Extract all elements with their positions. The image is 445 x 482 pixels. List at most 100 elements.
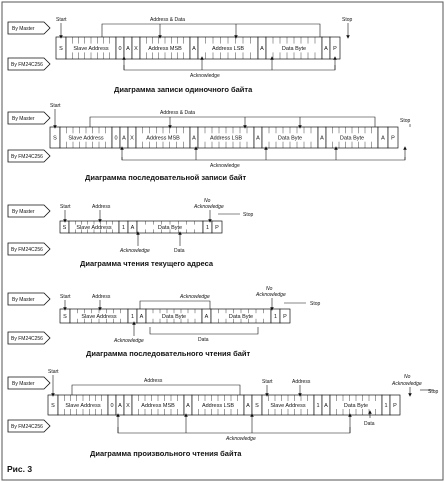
data-bracket: [149, 327, 259, 335]
no-label: No: [266, 286, 273, 292]
packet-cell-label: Slave Address: [68, 136, 103, 142]
packet-cell-label: P: [393, 403, 397, 409]
caption-single-write: Диаграмма записи одиночного байта: [114, 85, 253, 94]
by-slave-label: By FM24C256: [11, 424, 43, 430]
packet-cell-label: 1: [131, 314, 134, 320]
packet-cell-label: S: [53, 136, 57, 142]
address-data-bracket: [89, 116, 376, 127]
by-master-arrow: By Master: [7, 204, 51, 218]
packet-cell-label: Slave Address: [73, 46, 108, 52]
ack-top-bracket: [139, 300, 211, 309]
packet-cell-label: 1: [316, 403, 319, 409]
packet-cell-label: Data Byte: [344, 403, 368, 409]
packet-cell-label: A: [192, 46, 196, 52]
packet-cell-label: S: [59, 46, 63, 52]
packet-cell-label: 0: [118, 46, 121, 52]
packet-cell-label: Slave Address: [65, 403, 100, 409]
packet-cell-label: 1: [274, 314, 277, 320]
ack-bracket: [121, 157, 406, 161]
packet-cell-label: 0: [110, 403, 113, 409]
start-label: Start: [48, 369, 59, 375]
packet-cell: [211, 220, 223, 234]
packet-cell-label: X: [130, 136, 134, 142]
stop-label: Stop: [400, 118, 411, 124]
by-slave-arrow: By FM24C256: [7, 419, 51, 433]
packet-cell-label: S: [63, 225, 67, 231]
by-slave-label: By FM24C256: [11, 154, 43, 160]
bracket-label: Address & Data: [150, 17, 185, 23]
caption-sequential-write: Диаграмма последовательной записи байт: [85, 173, 247, 182]
packet-cell-label: A: [140, 314, 144, 320]
packet-cell-label: P: [391, 136, 395, 142]
packet-cell-label: 1: [384, 403, 387, 409]
no-label: No: [404, 374, 411, 380]
ack-bracket: [123, 65, 336, 71]
packet-cell-label: A: [256, 136, 260, 142]
data-label: Data: [198, 337, 209, 343]
ack-label: Acknowledge: [210, 163, 240, 169]
by-slave-label: By FM24C256: [11, 247, 43, 253]
stop-label: Stop: [243, 212, 254, 218]
caption-sequential-read: Диаграмма последовательного чтения байт: [86, 349, 251, 358]
start-label: Start: [60, 294, 71, 300]
by-slave-arrow: By FM24C256: [7, 57, 51, 71]
packet-cell-label: Data Byte: [229, 314, 253, 320]
packet-frame: S Slave Address 0 A X Address MSB A Address LSB…: [49, 126, 399, 149]
diagram-random-read: By Master By FM24C256 S Slave Address 0 A X A…: [7, 369, 439, 458]
ack-label: Acknowledge: [190, 73, 220, 79]
packet-cell-label: A: [192, 136, 196, 142]
data-label: Data: [174, 248, 185, 254]
ack-label: Acknowledge: [119, 248, 150, 254]
packet-cell-label: Data Byte: [278, 136, 302, 142]
packet-cell-label: Data Byte: [162, 314, 186, 320]
ack-label: Acknowledge: [113, 338, 144, 344]
packet-cell-label: Address MSB: [146, 136, 180, 142]
packet-cell-label: A: [246, 403, 250, 409]
packet-cell-label: X: [126, 403, 130, 409]
packet-cell: [387, 126, 399, 149]
by-slave-arrow: By FM24C256: [7, 149, 51, 163]
by-master-arrow: By Master: [7, 111, 51, 125]
packet-cell-label: 0: [114, 136, 117, 142]
start-label: Start: [56, 17, 67, 23]
packet-cell-label: A: [260, 46, 264, 52]
by-slave-label: By FM24C256: [11, 336, 43, 342]
by-master-label: By Master: [12, 381, 35, 387]
packet-cell-label: Address LSB: [210, 136, 242, 142]
by-master-label: By Master: [12, 26, 35, 32]
address-label: Address: [92, 204, 111, 210]
packet-cell-label: P: [333, 46, 337, 52]
packet-cell-label: A: [186, 403, 190, 409]
no-ack-label: Acknowledge: [255, 292, 286, 298]
by-master-arrow: By Master: [7, 376, 51, 390]
by-master-arrow: By Master: [7, 292, 51, 306]
stop-label: Stop: [342, 17, 353, 23]
caption-random-read: Диаграмма произвольного чтения байта: [90, 449, 242, 458]
packet-cell-label: Slave Address: [81, 314, 116, 320]
packet-cell-label: A: [126, 46, 130, 52]
bracket-label: Address & Data: [160, 110, 195, 116]
start-label: Start: [60, 204, 71, 210]
packet-cell-label: P: [215, 225, 219, 231]
no-ack-label: Acknowledge: [391, 381, 422, 387]
caption-current-read: Диаграмма чтения текущего адреса: [80, 259, 214, 268]
packet-cell-label: A: [205, 314, 209, 320]
packet-cell-label: Address LSB: [202, 403, 234, 409]
packet-cell-label: S: [51, 403, 55, 409]
packet-cell-label: Address MSB: [141, 403, 175, 409]
by-slave-label: By FM24C256: [11, 62, 43, 68]
by-slave-arrow: By FM24C256: [7, 331, 51, 345]
packet-cell-label: S: [63, 314, 67, 320]
start2-label: Start: [262, 379, 273, 385]
packet-cell: [389, 394, 401, 416]
packet-cell-label: A: [324, 403, 328, 409]
by-master-arrow: By Master: [7, 21, 51, 35]
packet-cell-label: Data Byte: [158, 225, 182, 231]
packet-frame: S Slave Address 0 A X Address MSB A Address LSB…: [47, 394, 401, 416]
